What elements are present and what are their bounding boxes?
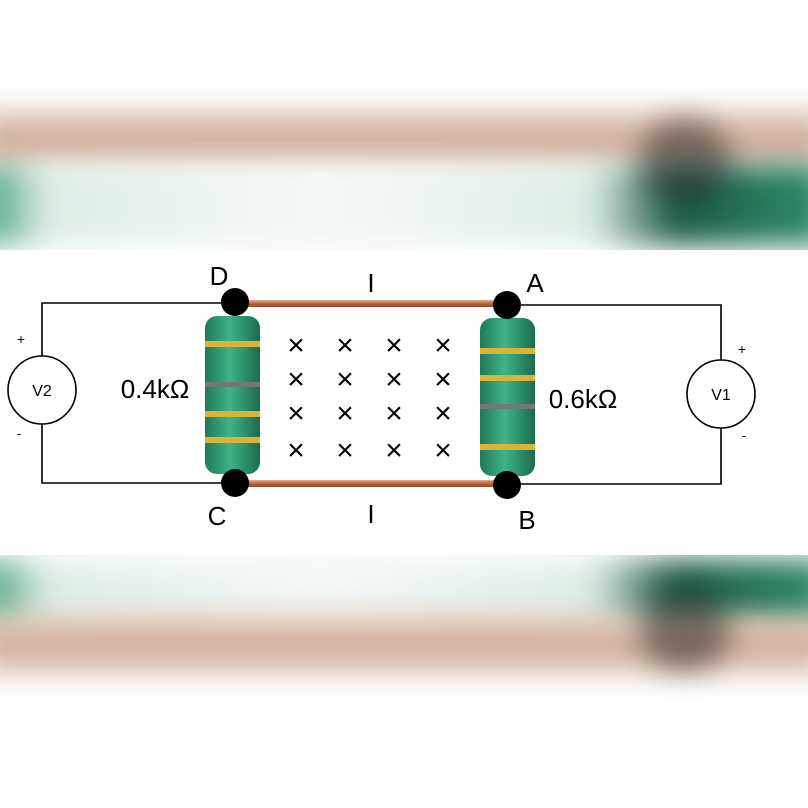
voltmeter-left-plus: +: [17, 331, 25, 347]
voltmeter-right-plus: +: [738, 341, 746, 357]
field-cross-symbol: ×: [287, 397, 305, 430]
node-label-b: B: [518, 505, 535, 535]
current-label-bottom: I: [367, 499, 374, 529]
blur-dark-bottom: [640, 590, 730, 670]
field-cross-symbol: ×: [385, 329, 403, 362]
field-cross-symbol: ×: [434, 434, 452, 467]
magnetic-field: ××××××××××××××××: [287, 329, 452, 467]
voltmeter-right-label: V1: [711, 387, 731, 404]
field-cross-symbol: ×: [336, 434, 354, 467]
field-cross-symbol: ×: [287, 329, 305, 362]
field-cross-symbol: ×: [385, 363, 403, 396]
field-cross-symbol: ×: [336, 363, 354, 396]
node-dot-c: [221, 469, 249, 497]
resistance-label-right: 0.6kΩ: [549, 384, 618, 414]
node-label-d: D: [210, 261, 229, 291]
resistor-right-body: [480, 318, 535, 476]
voltmeter-right-minus: -: [742, 427, 747, 443]
field-cross-symbol: ×: [434, 397, 452, 430]
field-cross-symbol: ×: [336, 329, 354, 362]
band: [480, 404, 535, 409]
field-cross-symbol: ×: [287, 363, 305, 396]
voltmeter-left-circle: [7, 355, 77, 425]
field-cross-symbol: ×: [385, 434, 403, 467]
field-cross-symbol: ×: [434, 329, 452, 362]
current-label-top: I: [367, 268, 374, 298]
resistor-left: [205, 316, 260, 474]
node-dot-d: [221, 288, 249, 316]
resistor-right: [480, 318, 535, 476]
band: [205, 411, 260, 417]
voltmeter-left-label: V2: [32, 383, 52, 400]
voltmeter-right-circle: [686, 359, 756, 429]
node-dot-a: [493, 291, 521, 319]
node-dots: [221, 288, 521, 499]
band: [205, 382, 260, 387]
band: [480, 375, 535, 381]
node-dot-b: [493, 471, 521, 499]
copper-rails: [238, 300, 504, 487]
band: [205, 341, 260, 347]
field-cross-symbol: ×: [336, 397, 354, 430]
field-cross-symbol: ×: [385, 397, 403, 430]
voltmeter-left: V2 + -: [7, 331, 77, 441]
node-label-c: C: [208, 501, 227, 531]
voltmeter-left-minus: -: [17, 425, 22, 441]
resistance-label-left: 0.4kΩ: [121, 374, 190, 404]
node-label-a: A: [526, 268, 544, 298]
band: [480, 444, 535, 450]
field-cross-symbol: ×: [287, 434, 305, 467]
rail-bottom: [238, 480, 504, 487]
blur-dark-top: [640, 120, 730, 200]
rail-top: [238, 300, 504, 307]
field-cross-symbol: ×: [434, 363, 452, 396]
resistor-left-body: [205, 316, 260, 474]
band: [480, 348, 535, 354]
band: [205, 437, 260, 443]
voltmeter-right: V1 + -: [686, 341, 756, 443]
